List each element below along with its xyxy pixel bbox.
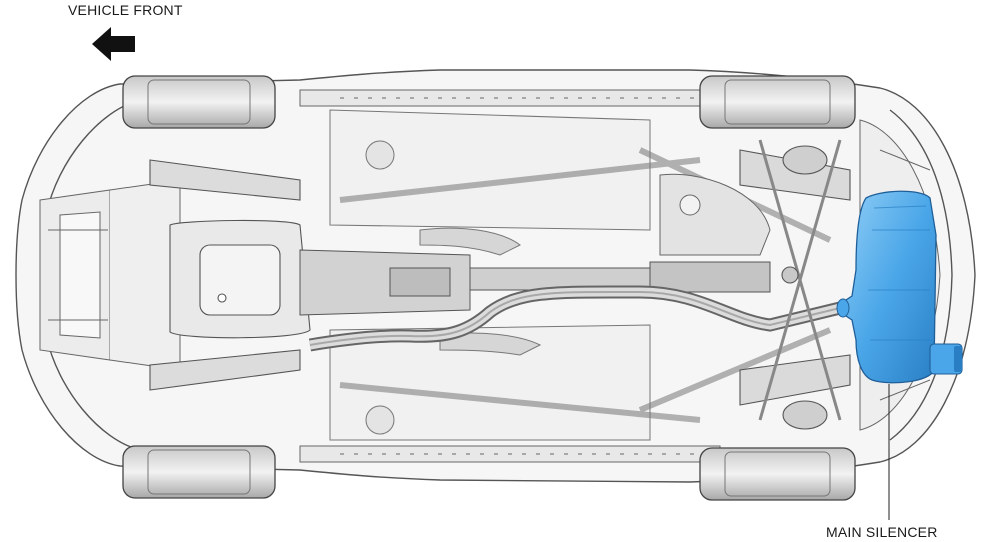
rear-suspension — [739, 139, 851, 430]
exhaust-pipe — [308, 285, 842, 352]
arrow-left-icon — [92, 27, 135, 61]
front-subframe — [149, 159, 311, 391]
transmission — [299, 249, 771, 316]
rear-left-tire — [699, 75, 856, 129]
front-crossmember — [39, 179, 181, 371]
side-sills — [299, 89, 721, 463]
floor-pans — [329, 109, 651, 441]
vehicle-front-label: VEHICLE FRONT — [68, 2, 183, 18]
main-silencer — [836, 190, 963, 384]
rear-right-tire — [699, 447, 856, 501]
front-left-tire — [122, 75, 276, 129]
front-right-tire — [122, 445, 276, 499]
fuel-tank — [659, 173, 771, 256]
main-silencer-label: MAIN SILENCER — [826, 524, 938, 540]
